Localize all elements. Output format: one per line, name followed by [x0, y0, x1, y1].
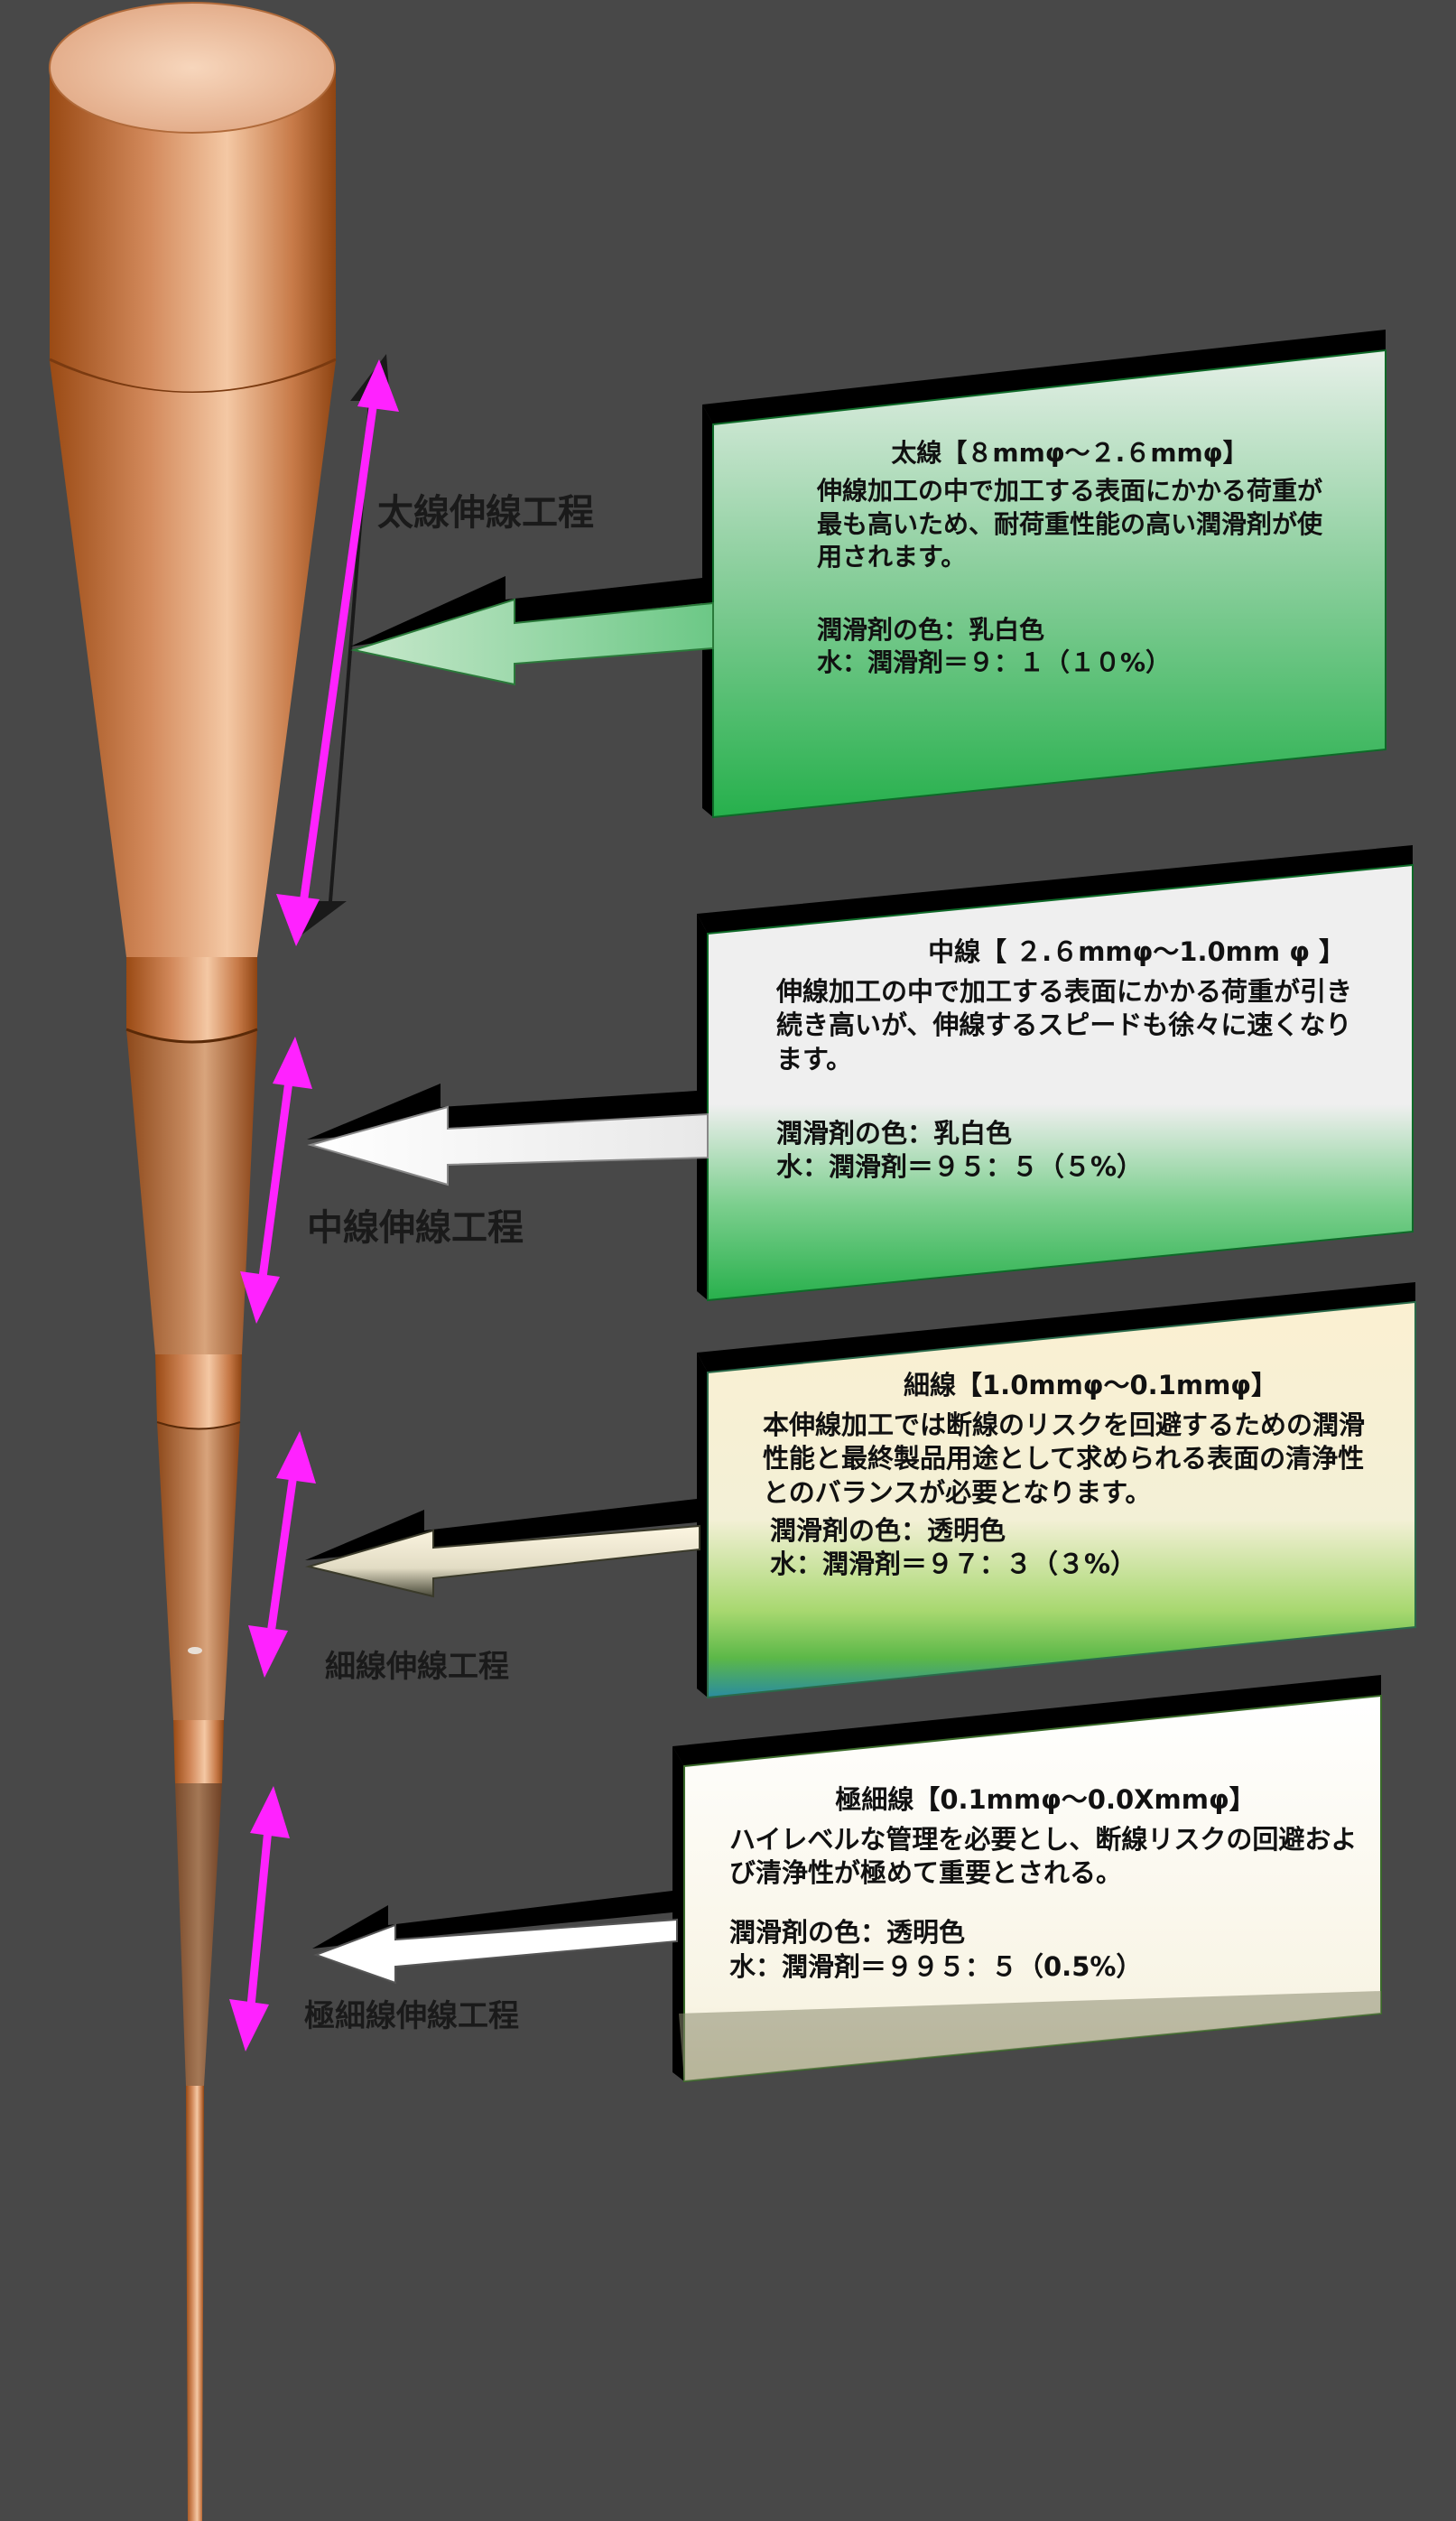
panel-ultrafine-color: 潤滑剤の色：透明色 [729, 1917, 966, 1949]
panel-ultrafine-title: 極細線【0.1mmφ～0.0Xmmφ】 [835, 1784, 1256, 1815]
panel-ultrafine-text: 極細線【0.1mmφ～0.0Xmmφ】 ハイレベルな管理を必要とし、断線リスクの… [729, 1783, 1361, 1984]
wire-top-face [49, 2, 336, 134]
wire-ultrafine-section [175, 1783, 222, 2086]
panel-fine [305, 1282, 1416, 1699]
panel-medium-ratio: 水：潤滑剤＝９５：５（５%） [776, 1151, 1144, 1183]
panel-thick-description: 伸線加工の中で加工する表面にかかる荷重が最も高いため、耐荷重性能の高い潤滑剤が使… [817, 476, 1323, 572]
panel-fine-color: 潤滑剤の色：透明色 [770, 1514, 1006, 1546]
panel-thick-ratio: 水：潤滑剤＝９：１（１０%） [817, 647, 1172, 677]
wire-band-1 [126, 957, 257, 1043]
wire-top-cylinder [50, 68, 336, 397]
panel-thick-title: 太線【８mmφ～２.６mmφ】 [891, 438, 1248, 468]
wire-band-2 [155, 1354, 242, 1430]
wire-thick-cone [50, 361, 336, 957]
span-arrow-thick [276, 354, 399, 946]
panel-medium-title: 中線【 ２.６mmφ～1.0mm φ 】 [928, 936, 1345, 967]
wire-medium-section [126, 1029, 257, 1354]
panel-ultrafine-description: ハイレベルな管理を必要とし、断線リスクの回避および清浄性が極めて重要とされる。 [729, 1823, 1358, 1889]
wire-tail [186, 2086, 204, 2521]
panel-medium-text: 中線【 ２.６mmφ～1.0mm φ 】 伸線加工の中で加工する表面にかかる荷重… [776, 935, 1381, 1185]
stage-label-fine: 細線伸線工程 [325, 1649, 509, 1685]
stage-label-thick: 太線伸線工程 [377, 492, 594, 534]
panel-medium [307, 845, 1414, 1302]
wire-band-3 [173, 1720, 224, 1783]
panel-ultrafine-ratio: 水：潤滑剤＝９９５：５（0.5%） [729, 1950, 1143, 1982]
panel-fine-ratio: 水：潤滑剤＝９７：３（３%） [770, 1549, 1137, 1580]
panel-thick-color: 潤滑剤の色：乳白色 [817, 614, 1045, 645]
panel-thick-text: 太線【８mmφ～２.６mmφ】 伸線加工の中で加工する表面にかかる荷重が最も高い… [817, 437, 1322, 679]
span-arrow-ultrafine [229, 1786, 290, 2051]
panel-fine-description: 本伸線加工では断線のリスクを回避するための潤滑性能と最終製品用途として求められる… [763, 1409, 1366, 1509]
panel-medium-description: 伸線加工の中で加工する表面にかかる荷重が引き続き高いが、伸線するスピードも徐々に… [776, 975, 1353, 1075]
panel-medium-color: 潤滑剤の色：乳白色 [776, 1117, 1013, 1149]
stage-label-medium: 中線伸線工程 [307, 1207, 524, 1249]
panel-fine-title: 細線【1.0mmφ～0.1mmφ】 [904, 1370, 1277, 1400]
panel-fine-text: 細線【1.0mmφ～0.1mmφ】 本伸線加工では断線のリスクを回避するための潤… [763, 1369, 1368, 1582]
panel-ultrafine [312, 1675, 1382, 2083]
span-arrow-fine [248, 1431, 316, 1678]
stage-label-ultrafine: 極細線伸線工程 [304, 1998, 519, 2034]
wire-fine-section [157, 1422, 240, 1720]
panel-thick [350, 330, 1386, 819]
span-arrow-medium [240, 1037, 312, 1324]
copper-wire [49, 2, 337, 2521]
stage-span-arrows [229, 354, 399, 2051]
